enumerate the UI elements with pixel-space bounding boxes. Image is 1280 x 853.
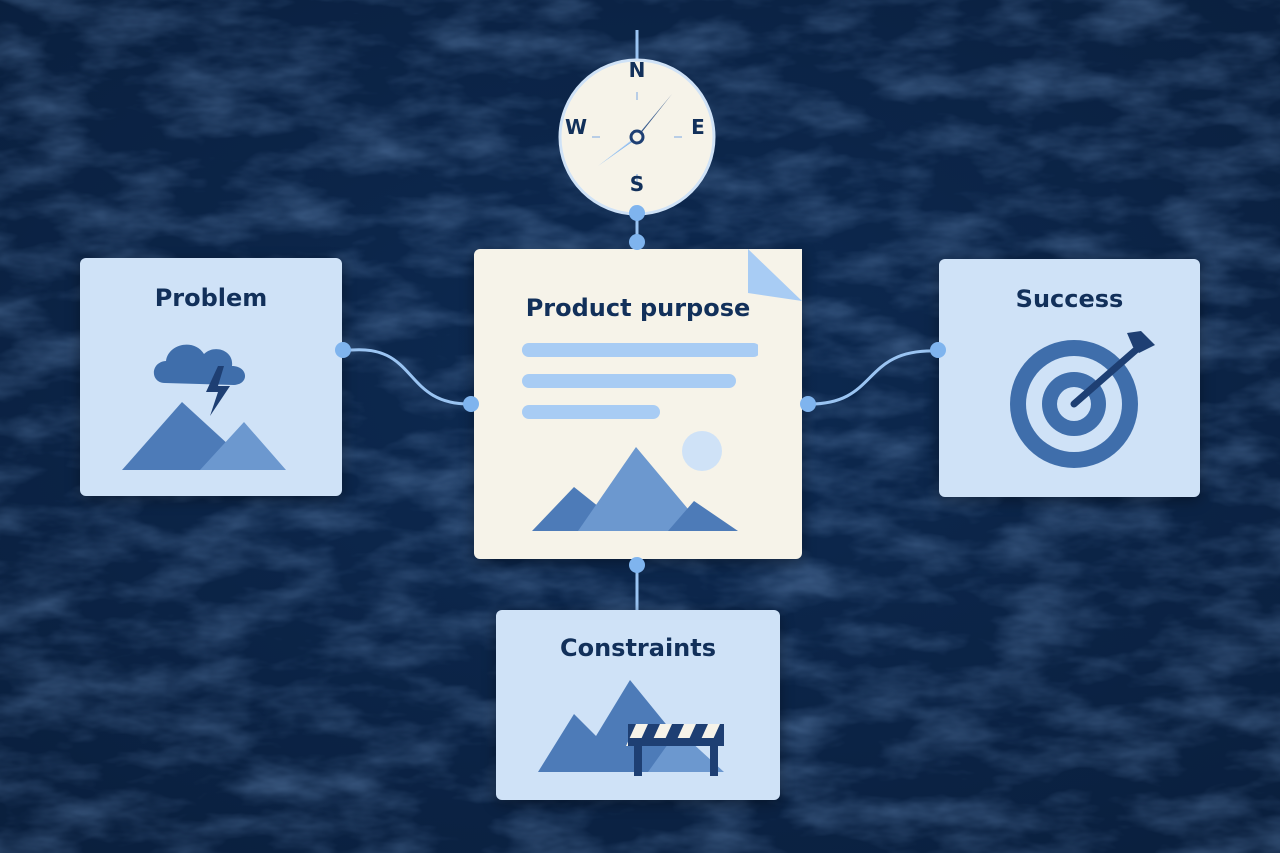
document-landscape-icon — [521, 343, 758, 531]
connector-problem — [342, 348, 472, 406]
problem-card[interactable]: Problem — [80, 258, 342, 496]
product-purpose-card[interactable]: Product purpose — [474, 249, 802, 559]
mountain-barrier-icon — [538, 680, 724, 776]
connector-dot-center-bottom — [629, 557, 645, 573]
target-arrow-icon — [1010, 331, 1155, 468]
connector-dot-success — [930, 342, 946, 358]
constraints-title: Constraints — [559, 634, 717, 662]
constraints-card[interactable]: Constraints — [496, 610, 780, 800]
compass-north-label: N — [628, 58, 646, 82]
storm-mountain-icon — [122, 344, 286, 470]
compass-west-label: W — [564, 115, 588, 139]
connector-dot-problem — [335, 342, 351, 358]
connector-dot-center-top — [629, 234, 645, 250]
connector-dot-center-right — [800, 396, 816, 412]
connector-dot-compass-bottom — [629, 205, 645, 221]
connector-dot-center-left — [463, 396, 479, 412]
product-purpose-title: Product purpose — [525, 294, 751, 322]
page-fold-icon — [748, 249, 802, 301]
compass-south-label: S — [629, 172, 645, 196]
connector-success — [807, 349, 939, 406]
problem-title: Problem — [154, 284, 268, 312]
success-card[interactable]: Success — [939, 259, 1200, 497]
compass-east-label: E — [691, 115, 705, 139]
success-title: Success — [1015, 285, 1124, 313]
compass-icon: N S E W — [558, 58, 716, 216]
